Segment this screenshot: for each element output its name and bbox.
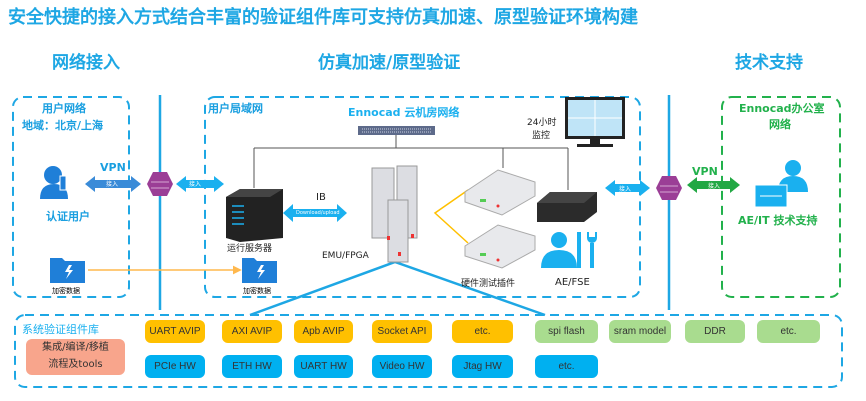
lan-title: 用户局域网 (208, 102, 263, 115)
office-title-line1: Ennocad办公室 (739, 102, 825, 115)
lan-box (204, 96, 641, 298)
monitor-icon (565, 97, 625, 147)
section-access-title: 网络接入 (52, 53, 120, 73)
page-title: 安全快捷的接入方式结合丰富的验证组件库可支持仿真加速、原型验证环境构建 (8, 7, 638, 28)
tech-support-label: AE/IT 技术支持 (738, 214, 818, 227)
server-label: 运行服务器 (227, 244, 273, 254)
firewall-icon (147, 172, 173, 196)
vpn-label-left: VPN (100, 161, 126, 174)
cloud-network-title: Ennocad 云机房网络 (348, 106, 460, 119)
hardware-plugin-label: 硬件测试插件 (461, 279, 516, 289)
link-arrow-right (605, 180, 650, 196)
encrypted-data-folder-icon (242, 258, 277, 283)
network-switch-icon (358, 126, 435, 135)
flow-label-line2: 流程及tools (48, 359, 103, 370)
component-chip: sram model (609, 320, 671, 343)
encrypted-data-folder-icon (50, 258, 85, 283)
component-chip: UART AVIP (145, 320, 205, 343)
hardware-test-plugin-icon (464, 169, 536, 216)
component-chip: Apb AVIP (294, 320, 353, 343)
encrypted-data-label: 加密数据 (243, 287, 271, 295)
library-box (14, 314, 843, 388)
vpn-label-right: VPN (692, 165, 718, 178)
network-wires (253, 135, 569, 190)
link-label: 接入 (189, 181, 202, 188)
link-label: 接入 (619, 186, 632, 193)
engineer-tools-icon (541, 232, 597, 268)
component-chip: spi flash (535, 320, 598, 343)
vpn-arrow-right (687, 177, 740, 193)
component-chip: Socket API (372, 320, 432, 343)
ib-arrow (283, 204, 347, 222)
authenticated-user-icon (40, 166, 68, 199)
office-box (721, 96, 841, 298)
encrypted-data-label: 加密数据 (52, 287, 80, 295)
user-region: 地域：北京/上海 (22, 119, 104, 132)
monitor-label-line1: 24小时 (527, 118, 557, 128)
flow-label-line1: 集成/编译/移植 (42, 342, 109, 353)
library-title: 系统验证组件库 (22, 323, 99, 336)
hardware-test-plugin-icon (464, 224, 536, 269)
ae-fse-label: AE/FSE (555, 277, 590, 288)
vpn-arrow-left (85, 176, 141, 192)
monitor-label-line2: 监控 (532, 131, 551, 141)
ib-transfer-label: Download/upload (296, 210, 340, 216)
component-chip: PCIe HW (145, 355, 205, 378)
server-icon (226, 189, 283, 242)
user-network-box (12, 96, 130, 298)
component-chip: UART HW (294, 355, 353, 378)
link-arrow-left (176, 176, 224, 192)
emu-fpga-rack-icon (371, 165, 418, 263)
component-chip: etc. (535, 355, 598, 378)
tech-support-icon (754, 160, 808, 208)
authenticated-user-label: 认证用户 (46, 210, 90, 223)
component-chip: etc. (757, 320, 820, 343)
link-label: 接入 (708, 183, 721, 190)
firewall-icon (656, 176, 682, 200)
emu-fpga-label: EMU/FPGA (322, 251, 369, 261)
office-title-line2: 网络 (769, 118, 791, 131)
flow-tools-box: 集成/编译/移植 流程及tools (26, 339, 125, 375)
ib-label: IB (316, 192, 326, 203)
plugin-wire (433, 189, 469, 244)
component-chip: DDR (685, 320, 745, 343)
host-machine-icon (537, 192, 597, 222)
component-chip: ETH HW (222, 355, 282, 378)
link-label: 接入 (106, 181, 119, 188)
section-support-title: 技术支持 (735, 53, 803, 73)
component-chip: Jtag HW (452, 355, 513, 378)
user-network-title: 用户网络 (42, 102, 86, 115)
section-emulation-title: 仿真加速/原型验证 (318, 53, 461, 73)
component-chip: AXI AVIP (222, 320, 282, 343)
component-chip: Video HW (372, 355, 432, 378)
component-chip: etc. (452, 320, 513, 343)
